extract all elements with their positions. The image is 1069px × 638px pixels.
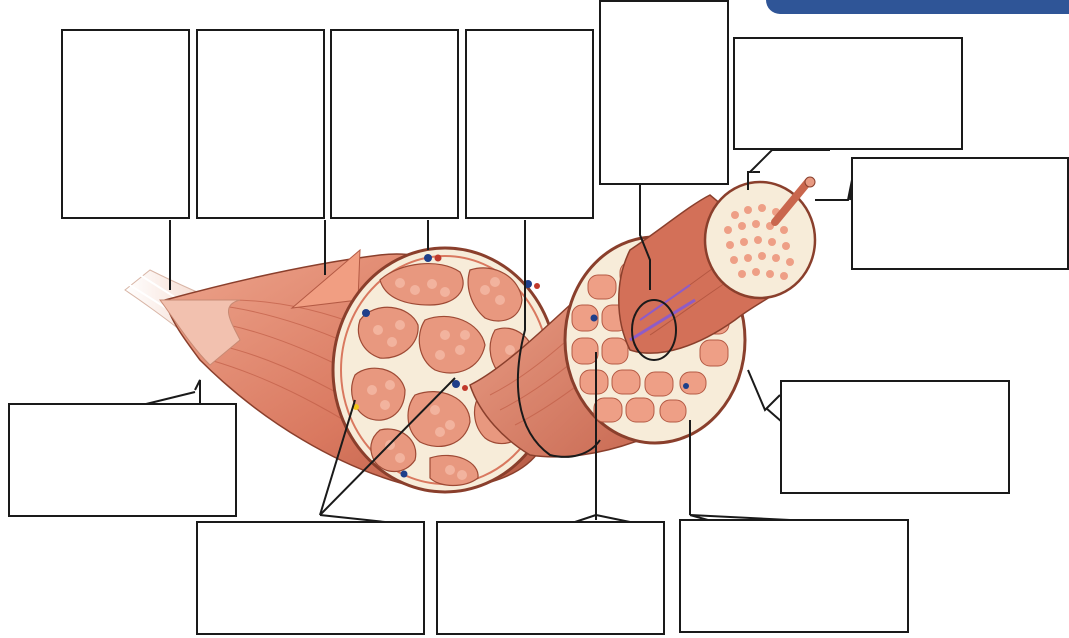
label-box-10[interactable] bbox=[196, 521, 425, 635]
label-box-8[interactable] bbox=[780, 380, 1010, 494]
label-box-1[interactable] bbox=[61, 29, 190, 219]
label-box-11[interactable] bbox=[436, 521, 665, 635]
label-box-4[interactable] bbox=[465, 29, 594, 219]
label-box-12[interactable] bbox=[679, 519, 909, 633]
fascicle-vessel bbox=[591, 315, 598, 322]
label-box-7[interactable] bbox=[851, 157, 1069, 270]
label-box-5[interactable] bbox=[599, 0, 729, 185]
muscle-fiber bbox=[619, 177, 815, 360]
label-box-9[interactable] bbox=[8, 403, 237, 517]
label-box-3[interactable] bbox=[330, 29, 459, 219]
label-box-6[interactable] bbox=[733, 37, 963, 150]
label-box-2[interactable] bbox=[196, 29, 325, 219]
callout-tail-6 bbox=[750, 150, 830, 172]
